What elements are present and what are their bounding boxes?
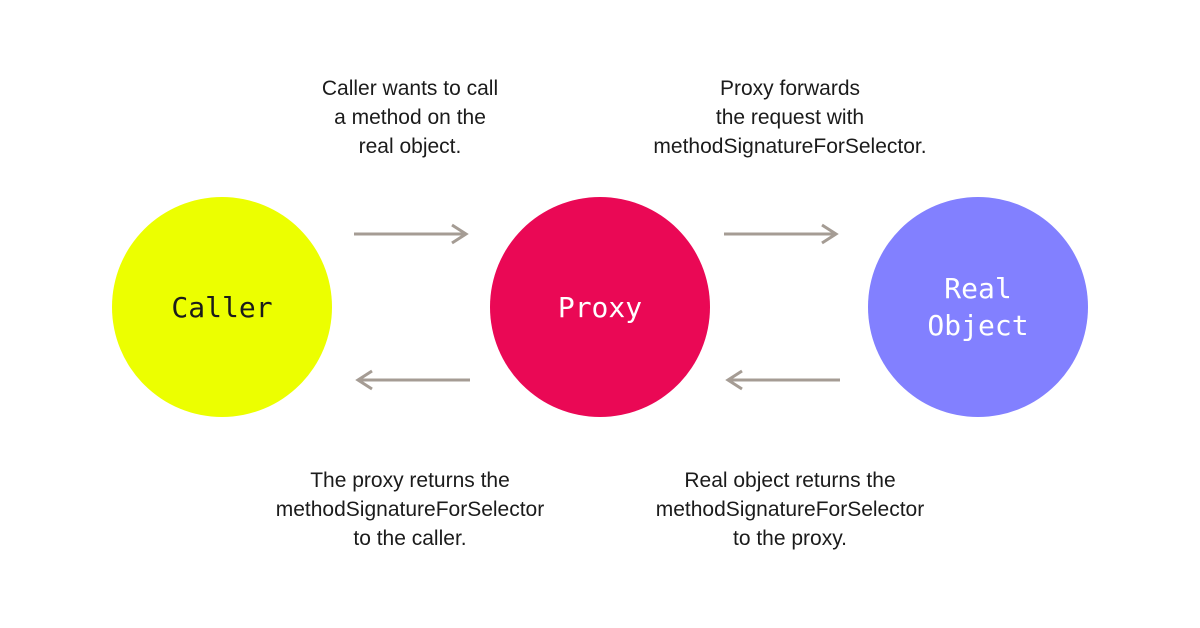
arrow-caller-to-proxy (354, 223, 469, 245)
real-object-label: Real Object (927, 272, 1029, 342)
arrow-proxy-to-caller (355, 369, 470, 391)
arrowhead (451, 223, 469, 245)
arrow-real-object-to-proxy (725, 369, 840, 391)
arrow-proxy-to-real-object (724, 223, 839, 245)
caption-proxy-to-caller: The proxy returns the methodSignatureFor… (275, 469, 545, 550)
proxy-node: Proxy (490, 197, 710, 417)
caption-caller-to-proxy: Caller wants to call a method on the rea… (321, 77, 499, 158)
caller-label: Caller (171, 290, 273, 324)
arrowhead (355, 369, 373, 391)
caller-node: Caller (112, 197, 332, 417)
arrowhead (725, 369, 743, 391)
arrowhead (821, 223, 839, 245)
real-object-node: Real Object (868, 197, 1088, 417)
caption-real-object-to-proxy: Real object returns the methodSignatureF… (655, 469, 925, 550)
proxy-label: Proxy (557, 290, 643, 324)
caption-proxy-to-real-object: Proxy forwards the request with methodSi… (653, 77, 927, 158)
